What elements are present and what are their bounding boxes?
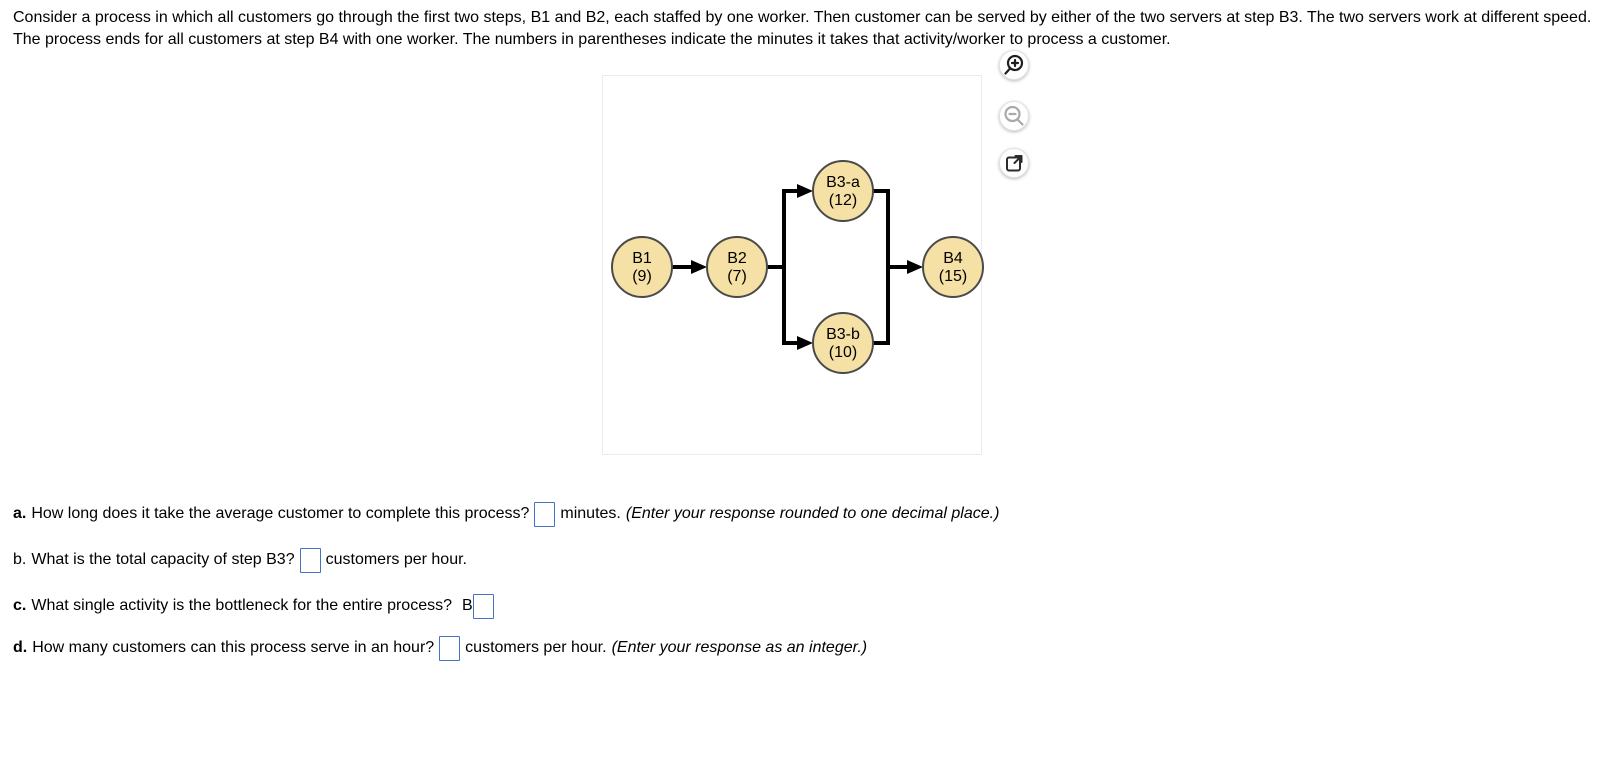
node-label: B3-b	[826, 326, 860, 343]
node-label: B2	[727, 250, 747, 267]
question-a-text: How long does it take the average custom…	[31, 505, 530, 522]
open-in-new-window-button[interactable]	[999, 148, 1029, 178]
answer-input-a[interactable]	[534, 501, 556, 527]
node-B1: B1 (9)	[611, 236, 673, 298]
node-time: (10)	[829, 344, 857, 361]
question-d-hint: (Enter your response as an integer.)	[611, 639, 868, 656]
node-time: (15)	[939, 268, 967, 285]
process-diagram-panel: B1 (9) B2 (7) B3-a (12) B3-b (10) B4 (15…	[602, 75, 984, 455]
node-label: B3-a	[826, 174, 860, 191]
node-circle	[706, 236, 768, 298]
question-b-label: b.	[13, 551, 27, 568]
question-b-text: What is the total capacity of step B3?	[31, 551, 295, 568]
answer-input-c[interactable]	[472, 593, 494, 619]
node-time: (9)	[632, 268, 652, 285]
question-c: c. What single activity is the bottlenec…	[13, 592, 494, 620]
node-circle	[812, 160, 874, 222]
node-circle	[922, 236, 984, 298]
node-label: B4	[943, 250, 963, 267]
node-circle	[611, 236, 673, 298]
question-d-label: d.	[13, 639, 28, 656]
question-b: b. What is the total capacity of step B3…	[13, 546, 467, 574]
diagram-edges	[672, 184, 923, 350]
question-a: a. How long does it take the average cus…	[13, 500, 999, 528]
question-c-label: c.	[13, 597, 27, 614]
question-a-unit: minutes.	[560, 505, 621, 522]
node-B3-b: B3-b (10)	[812, 312, 874, 374]
node-time: (7)	[727, 268, 747, 285]
node-B2: B2 (7)	[706, 236, 768, 298]
node-B4: B4 (15)	[922, 236, 984, 298]
node-B3-a: B3-a (12)	[812, 160, 874, 222]
node-label: B1	[632, 250, 652, 267]
magnifier-plus-icon	[1004, 54, 1024, 75]
problem-statement: Consider a process in which all customer…	[13, 9, 1592, 48]
magnifier-minus-icon	[1004, 105, 1024, 126]
question-d: d. How many customers can this process s…	[13, 634, 867, 662]
answer-input-d[interactable]	[439, 635, 461, 661]
answer-input-b[interactable]	[299, 547, 321, 573]
question-b-unit: customers per hour.	[325, 551, 467, 568]
question-c-answer-prefix: B	[462, 597, 473, 614]
question-a-hint: (Enter your response rounded to one deci…	[625, 505, 1000, 522]
question-d-text: How many customers can this process serv…	[32, 639, 435, 656]
question-a-label: a.	[13, 505, 27, 522]
process-flow-diagram: B1 (9) B2 (7) B3-a (12) B3-b (10) B4 (15…	[611, 160, 984, 374]
node-time: (12)	[829, 192, 857, 209]
zoom-in-button[interactable]	[999, 50, 1029, 80]
external-link-icon	[1006, 155, 1023, 172]
question-d-unit: customers per hour.	[465, 639, 607, 656]
node-circle	[812, 312, 874, 374]
question-c-text: What single activity is the bottleneck f…	[31, 597, 452, 614]
zoom-out-button[interactable]	[999, 101, 1029, 131]
